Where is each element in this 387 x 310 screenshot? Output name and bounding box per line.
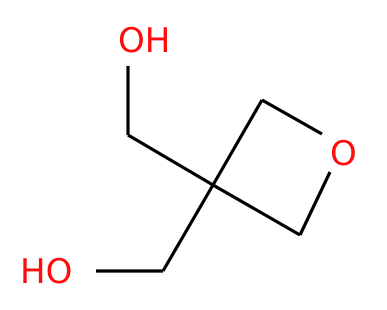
bond-ch2-top-to-quaternary-c [127, 133, 214, 187]
atom-label-oh-top: OH [118, 21, 170, 61]
atom-label-ho-bottom: HO [20, 252, 72, 292]
bond-quaternary-c-to-ch2-bottom [161, 184, 215, 272]
atom-label-ring-oxygen: O [330, 134, 357, 174]
bond-ch2-ring-bottom-to-quaternary-c [212, 183, 301, 237]
bond-ch2-ring-top-to-ring-o [261, 98, 323, 136]
bond-quaternary-c-to-ch2-ring-top [211, 99, 264, 186]
bond-ring-o-to-ch2-ring-bottom [298, 171, 332, 236]
